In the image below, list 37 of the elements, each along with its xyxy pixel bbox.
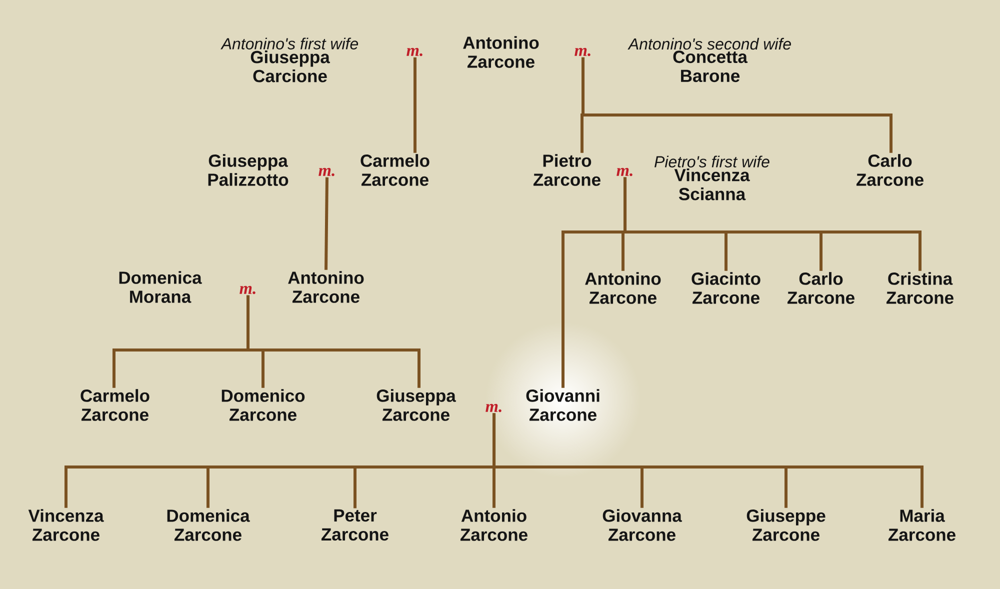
marriage-mark: m. [616, 168, 632, 176]
person-name: Cristina Zarcone [886, 272, 954, 304]
person-name: Carlo Zarcone [856, 154, 924, 186]
marriage-mark: m. [574, 48, 590, 56]
person-name: Maria Zarcone [888, 509, 956, 541]
connector-line [324, 177, 328, 270]
connector-line [624, 177, 922, 271]
person-name: Pietro Zarcone [534, 154, 600, 186]
connector-line [414, 57, 416, 153]
person-name: Domenica Morana [119, 271, 202, 303]
person-name: Antonino's first wife Giuseppa Carcione [220, 38, 358, 82]
connector-line [246, 295, 420, 388]
person-name: Carmelo Zarcone [360, 154, 430, 186]
person-name: Antonino's second wife Concetta Barone [628, 38, 791, 82]
person-name: Peter Zarcone [321, 509, 388, 541]
person-name: Giacinto Zarcone [692, 272, 760, 304]
person-name: Giuseppa Palizzotto [208, 154, 288, 186]
person-name: Giuseppa Zarcone [376, 389, 456, 421]
person-name: Pietro's first wife Vincenza Scianna [654, 156, 770, 200]
marriage-mark: m. [406, 48, 422, 56]
person-name: Antonio Zarcone [460, 509, 528, 541]
marriage-mark: m. [318, 168, 334, 176]
person-name: Carlo Zarcone [788, 272, 854, 304]
person-name: Giuseppe Zarcone [746, 509, 826, 541]
person-name: Giovanni Zarcone [526, 389, 600, 421]
person-name: Carmelo Zarcone [80, 389, 150, 421]
person-name: Vincenza Zarcone [28, 509, 104, 541]
person-name: Domenica Zarcone [167, 509, 250, 541]
person-name: Giovanna Zarcone [602, 509, 682, 541]
marriage-mark: m. [486, 404, 502, 412]
person-name: Antonino Zarcone [288, 271, 364, 303]
marriage-mark: m. [240, 286, 256, 294]
connector-line [492, 413, 924, 508]
person-name: Domenico Zarcone [222, 389, 305, 421]
person-name: Antonino Zarcone [463, 36, 539, 68]
connector-line [582, 57, 893, 153]
person-name: Antonino Zarcone [585, 272, 661, 304]
